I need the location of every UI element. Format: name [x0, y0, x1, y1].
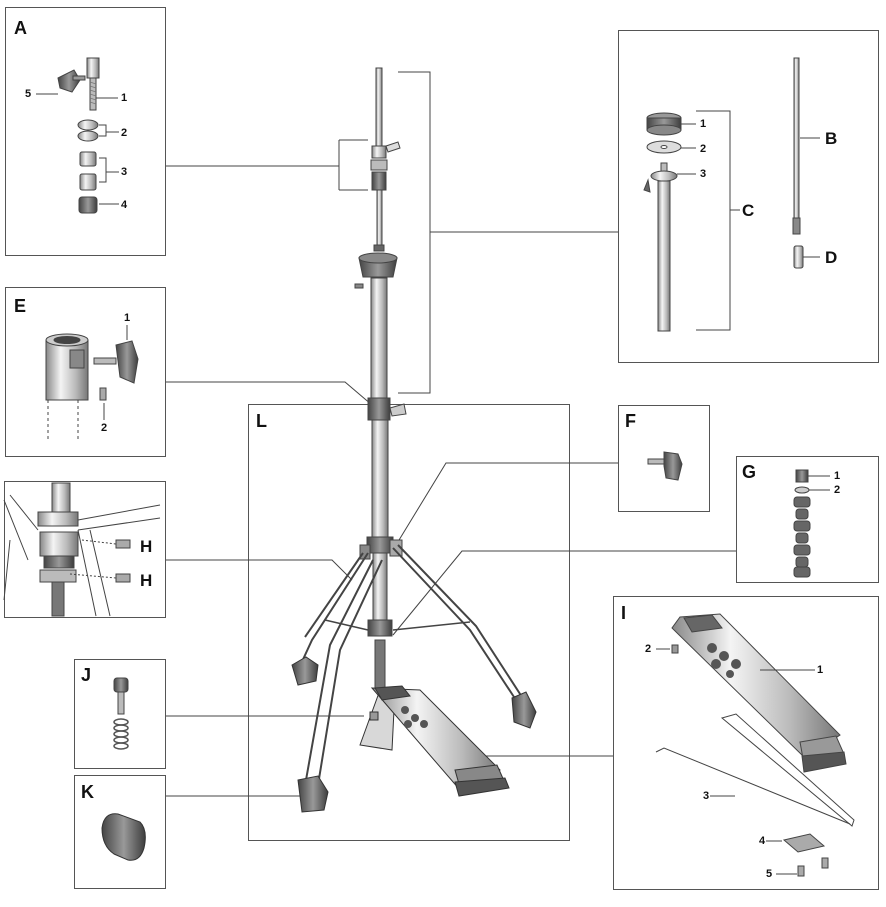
panel-g-parts: [793, 469, 830, 578]
leader-e: [166, 381, 373, 406]
i-callout-2: 2: [645, 643, 652, 655]
j-bolt-head: [113, 677, 129, 693]
g2-washer: [794, 486, 810, 494]
c-callout-3: 3: [700, 168, 707, 180]
footboard-assembly: [359, 685, 510, 797]
panel-h-parts: [3, 482, 161, 617]
b-pull-rod: [793, 57, 800, 229]
a-callout-5: 5: [25, 88, 32, 100]
main-stand: [354, 67, 407, 689]
a1-bolt-head: [86, 57, 100, 79]
c-callout-1: 1: [700, 118, 707, 130]
e2-set-screw: [99, 387, 107, 401]
tripod-block: [366, 536, 394, 554]
c-callout-2: 2: [700, 143, 707, 155]
panel-e-parts: [45, 325, 139, 440]
clutch-wing: [385, 141, 401, 153]
foot-right: [511, 691, 537, 729]
panel-j-label: J: [81, 665, 92, 685]
panel-a-parts: [57, 57, 100, 214]
i3-rod: [655, 747, 851, 825]
panel-f-parts: [647, 451, 683, 481]
panel-c-parts: [643, 112, 682, 332]
upper-pull-rod: [375, 67, 383, 149]
upper-tube: [370, 277, 388, 401]
leader-lines: [166, 71, 736, 797]
i-callout-3: 3: [703, 790, 710, 802]
panel-b-parts: [792, 57, 804, 269]
i5-screw-left: [797, 865, 805, 877]
e1-screw-shank: [93, 357, 117, 365]
tube-joint: [367, 397, 391, 421]
panel-d-label: D: [825, 248, 838, 267]
leader-f: [395, 462, 618, 546]
foot-left: [291, 656, 319, 686]
leader-g: [392, 550, 736, 636]
i5-screw-right: [821, 857, 829, 869]
panel-a-label: A: [14, 18, 27, 38]
e-callout-2: 2: [101, 422, 108, 434]
a5-wing-screw: [57, 69, 81, 93]
chain-linkage: [374, 639, 386, 689]
panel-j-parts: [113, 677, 129, 750]
i-callout-1: 1: [817, 664, 824, 676]
clutch-top: [371, 145, 387, 159]
panel-g-label: G: [742, 462, 757, 482]
i4-plate: [782, 833, 826, 853]
j-spring: [113, 718, 129, 750]
g-callout-2: 2: [834, 484, 841, 496]
panel-b-label: B: [825, 129, 838, 148]
panel-f-label: F: [625, 411, 636, 431]
i-callout-4: 4: [759, 835, 766, 847]
h-set-screw-lower: [115, 573, 131, 583]
i1-footboard: [671, 613, 841, 759]
panel-i-parts: [655, 613, 855, 877]
lower-tube: [371, 419, 389, 539]
e-callout-1: 1: [124, 312, 131, 324]
i2-screw: [671, 644, 679, 654]
foot-front: [297, 775, 329, 813]
a3-spacer-top: [79, 151, 97, 167]
panel-l-box: [248, 404, 570, 841]
panel-h-label-upper: H: [140, 537, 153, 556]
panel-k-parts: [101, 813, 146, 861]
g1-nut: [795, 469, 809, 483]
a2-washer-top: [77, 119, 99, 131]
c3-cup: [650, 170, 678, 182]
panel-l-label: L: [256, 411, 267, 431]
e-clamp-body: [45, 339, 89, 401]
panel-h-box: [4, 481, 166, 618]
f-wing-bolt: [663, 451, 683, 481]
c-rod-tube: [657, 180, 671, 332]
panel-k-label: K: [81, 782, 94, 802]
lower-bracket: [367, 619, 393, 637]
h-set-screw-upper: [115, 539, 131, 549]
a-callout-3: 3: [121, 166, 128, 178]
g-chain: [793, 496, 811, 578]
a-callout-2: 2: [121, 127, 128, 139]
panel-h-label-lower: H: [140, 571, 153, 590]
d-coupler: [793, 245, 804, 269]
a4-nut: [78, 196, 98, 214]
j-bolt-shank: [117, 691, 125, 715]
k-rubber-foot: [101, 813, 146, 861]
bracket-upper-rod: [398, 71, 431, 394]
rubber-feet: [291, 656, 537, 813]
i-callout-5: 5: [766, 868, 773, 880]
leader-h: [166, 559, 353, 581]
i3-heel-plate-outline: [720, 713, 855, 827]
panel-i-label: I: [621, 603, 627, 623]
panel-c-label: C: [742, 201, 755, 220]
e1-wing-bolt: [115, 340, 139, 384]
panel-j-box: [74, 659, 166, 769]
a-callout-4: 4: [121, 199, 128, 211]
tripod-legs: [299, 544, 523, 786]
a2-washer-bottom: [77, 130, 99, 142]
g-callout-1: 1: [834, 470, 841, 482]
panel-e-label: E: [14, 296, 27, 316]
a3-spacer-bottom: [79, 173, 97, 191]
a-callout-1: 1: [121, 92, 128, 104]
